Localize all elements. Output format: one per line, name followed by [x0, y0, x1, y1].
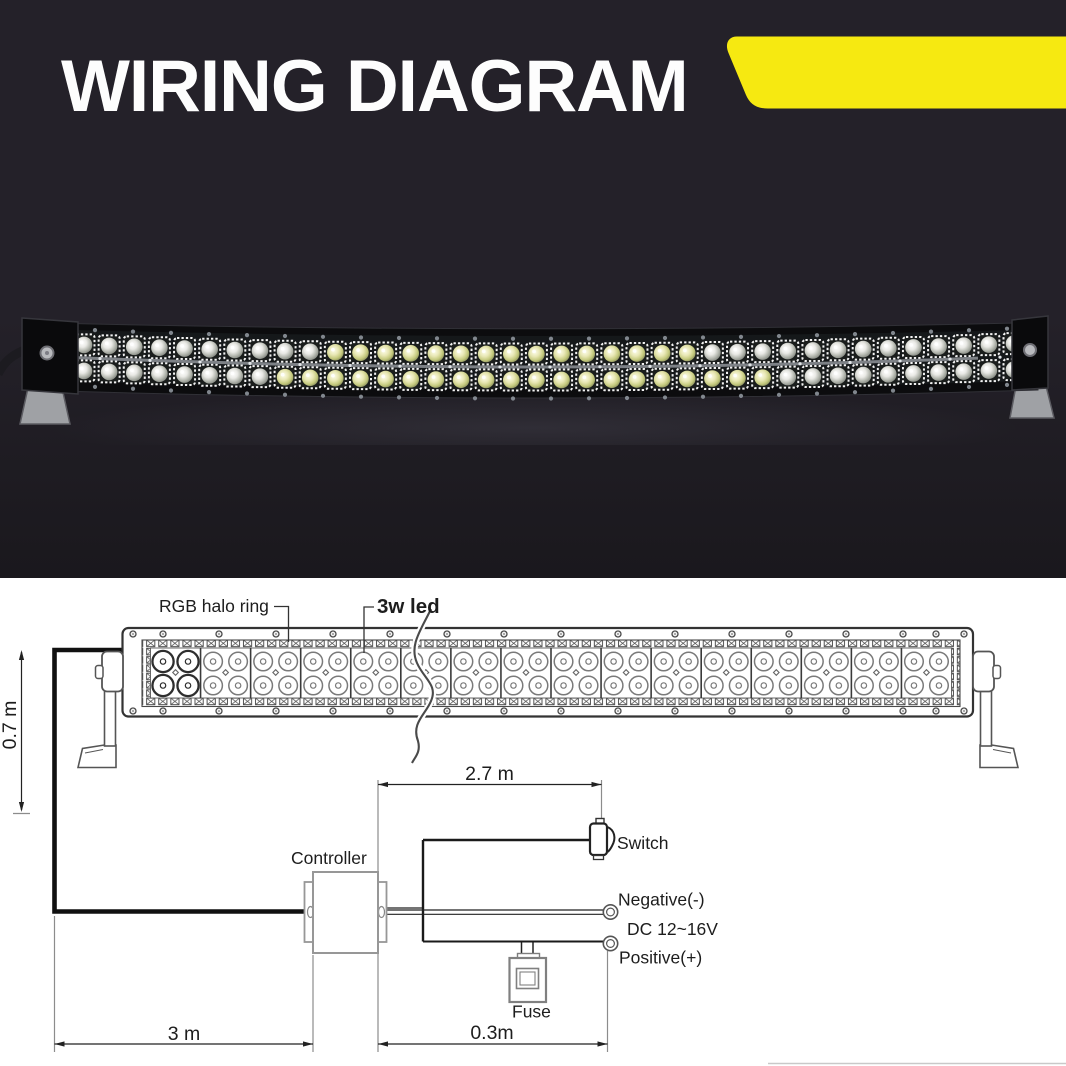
- switch-label: Switch: [617, 833, 669, 853]
- page-title: WIRING DIAGRAM: [61, 46, 689, 127]
- hero-section: WIRING DIAGRAM: [0, 0, 1066, 578]
- fuse-label: Fuse: [512, 1002, 551, 1022]
- voltage-label: DC 12~16V: [627, 919, 718, 939]
- positive-label: Positive(+): [619, 948, 702, 968]
- dim-run-label: 2.7 m: [465, 763, 514, 785]
- diagram-labels: RGB halo ring 3w led Controller Switch N…: [159, 595, 718, 1022]
- dimension-labels: 0.7 m 2.7 m 3 m 0.3m: [0, 701, 514, 1045]
- dim-drop-label: 0.7 m: [0, 701, 21, 750]
- housing-screws: [129, 630, 968, 715]
- circuit-wires: [386, 838, 604, 943]
- switch-symbol: [588, 817, 616, 861]
- main-power-wire: [52, 647, 305, 914]
- product-photo: [0, 315, 1055, 445]
- halo-leader-line: [274, 605, 290, 642]
- halo-label: RGB halo ring: [159, 596, 269, 616]
- right-bracket: [972, 650, 1020, 769]
- led-label: 3w led: [377, 595, 440, 618]
- wiring-diagram-section: RGB halo ring 3w led Controller Switch N…: [0, 578, 1066, 1066]
- extension-lines: [13, 780, 609, 1052]
- fuse-symbol: [508, 942, 548, 1004]
- light-bar-drawing: [76, 605, 1020, 769]
- negative-label: Negative(-): [618, 890, 705, 910]
- dimension-arrows: [18, 650, 608, 1047]
- dimension-lines: [20, 652, 608, 1045]
- left-bracket: [76, 650, 124, 769]
- led-sections: [151, 648, 950, 698]
- break-squiggle: [411, 608, 434, 764]
- accent-banner-shape: [726, 36, 1066, 109]
- dim-left-label: 3 m: [168, 1023, 201, 1045]
- controller-label: Controller: [291, 848, 367, 868]
- controller-box: [303, 871, 388, 954]
- wiring-diagram: RGB halo ring 3w led Controller Switch N…: [0, 595, 1066, 1065]
- accent-banner: [726, 36, 1066, 109]
- ring-terminals: [602, 903, 619, 952]
- dim-right-label: 0.3m: [470, 1022, 513, 1044]
- led-leader-line: [363, 606, 374, 653]
